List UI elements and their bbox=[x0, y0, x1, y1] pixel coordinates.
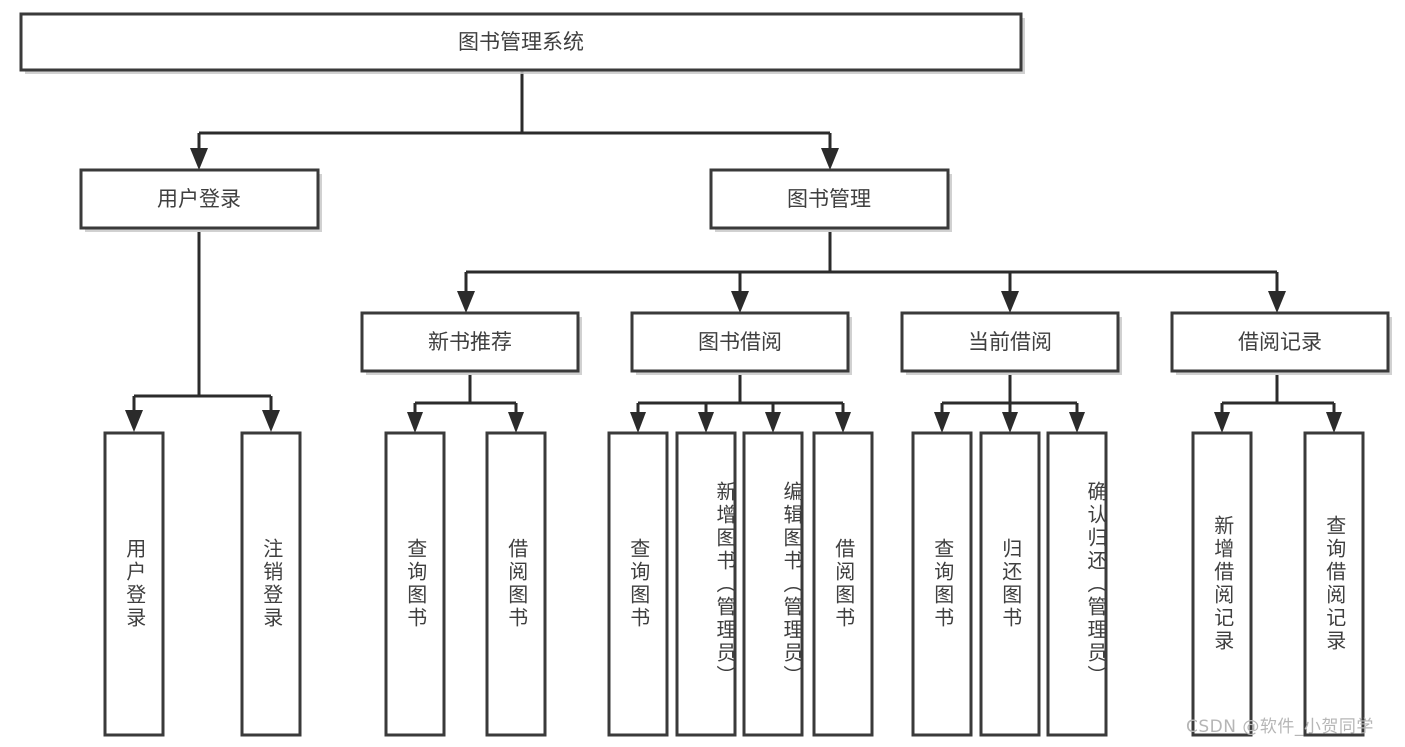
arrow-head-bb-1 bbox=[698, 412, 714, 433]
book-manage-box bbox=[709, 168, 950, 230]
arrow-head-bb-2 bbox=[765, 412, 781, 433]
arrow-head-bb-0 bbox=[630, 412, 646, 433]
leaf-box-bb-2 bbox=[742, 431, 804, 737]
node-root[interactable]: 图书管理系统 bbox=[19, 12, 1025, 74]
leaf-node-current-borrow-0[interactable] bbox=[911, 431, 973, 737]
leaf-node-current-borrow-1[interactable] bbox=[979, 431, 1041, 737]
connectors-layer bbox=[125, 70, 1342, 433]
arrow-head-ul-leaf-1 bbox=[262, 410, 280, 432]
leaf-box-cb-2 bbox=[1046, 431, 1108, 737]
node-book-manage[interactable]: 图书管理 bbox=[709, 168, 952, 232]
root-box bbox=[19, 12, 1023, 72]
leaf-box-ul-0 bbox=[103, 431, 165, 737]
arrow-head-br-0 bbox=[1214, 412, 1230, 433]
leaf-box-cb-0 bbox=[911, 431, 973, 737]
arrow-head-l3-0 bbox=[457, 291, 475, 313]
node-borrow-records[interactable]: 借阅记录 bbox=[1170, 311, 1392, 375]
leaf-box-br-1 bbox=[1303, 431, 1365, 737]
book-manage-label: 图书管理 bbox=[787, 187, 871, 211]
leaf-node-book-borrow-1[interactable] bbox=[675, 431, 737, 737]
node-user-login[interactable]: 用户登录 bbox=[79, 168, 322, 232]
leaf-box-bb-0 bbox=[607, 431, 669, 737]
csdn-watermark: CSDN @软件_小贺同学 bbox=[1186, 717, 1374, 737]
nodes-layer: 图书管理系统 用户登录 图书管理 新书推荐 bbox=[19, 12, 1392, 737]
arrow-head-l3-3 bbox=[1268, 291, 1286, 313]
br-label: 借阅记录 bbox=[1238, 330, 1322, 354]
leaf-box-nbr-0 bbox=[384, 431, 446, 737]
user-login-label: 用户登录 bbox=[157, 187, 241, 211]
nbr-box bbox=[360, 311, 580, 373]
leaf-node-book-borrow-2[interactable] bbox=[742, 431, 804, 737]
arrow-head-br-1 bbox=[1326, 412, 1342, 433]
arrow-head-bb-3 bbox=[835, 412, 851, 433]
arrow-head-user-login bbox=[190, 148, 208, 170]
nbr-label: 新书推荐 bbox=[428, 330, 512, 354]
leaf-box-br-0 bbox=[1191, 431, 1253, 737]
arrow-head-cb-1 bbox=[1002, 412, 1018, 433]
cb-label: 当前借阅 bbox=[968, 330, 1052, 354]
leaf-node-book-borrow-0[interactable] bbox=[607, 431, 669, 737]
leaf-node-book-borrow-3[interactable] bbox=[812, 431, 874, 737]
bb-box bbox=[630, 311, 850, 373]
arrow-head-l3-1 bbox=[731, 291, 749, 313]
user-login-box bbox=[79, 168, 320, 230]
arrow-head-nbr-1 bbox=[508, 412, 524, 433]
node-new-book-recommend[interactable]: 新书推荐 bbox=[360, 311, 582, 375]
leaf-box-bb-3 bbox=[812, 431, 874, 737]
leaf-node-user-login-1[interactable] bbox=[240, 431, 302, 737]
arrow-head-ul-leaf-0 bbox=[125, 410, 143, 432]
leaf-node-borrow-records-1[interactable] bbox=[1303, 431, 1365, 737]
node-book-borrow[interactable]: 图书借阅 bbox=[630, 311, 852, 375]
leaf-node-new-book-recommend-0[interactable] bbox=[384, 431, 446, 737]
arrow-head-cb-0 bbox=[934, 412, 950, 433]
bb-label: 图书借阅 bbox=[698, 330, 782, 354]
br-box bbox=[1170, 311, 1390, 373]
leaf-node-new-book-recommend-1[interactable] bbox=[485, 431, 547, 737]
leaf-node-borrow-records-0[interactable] bbox=[1191, 431, 1253, 737]
arrow-head-cb-2 bbox=[1069, 412, 1085, 433]
leaf-box-bb-1 bbox=[675, 431, 737, 737]
arrow-head-l3-2 bbox=[1001, 291, 1019, 313]
arrow-head-book-manage bbox=[821, 148, 839, 170]
leaf-node-user-login-0[interactable] bbox=[103, 431, 165, 737]
leaf-box-ul-1 bbox=[240, 431, 302, 737]
leaf-node-current-borrow-2[interactable] bbox=[1046, 431, 1108, 737]
node-current-borrow[interactable]: 当前借阅 bbox=[900, 311, 1122, 375]
leaf-box-nbr-1 bbox=[485, 431, 547, 737]
cb-box bbox=[900, 311, 1120, 373]
leaf-box-cb-1 bbox=[979, 431, 1041, 737]
arrow-head-nbr-0 bbox=[407, 412, 423, 433]
root-label: 图书管理系统 bbox=[458, 30, 584, 54]
